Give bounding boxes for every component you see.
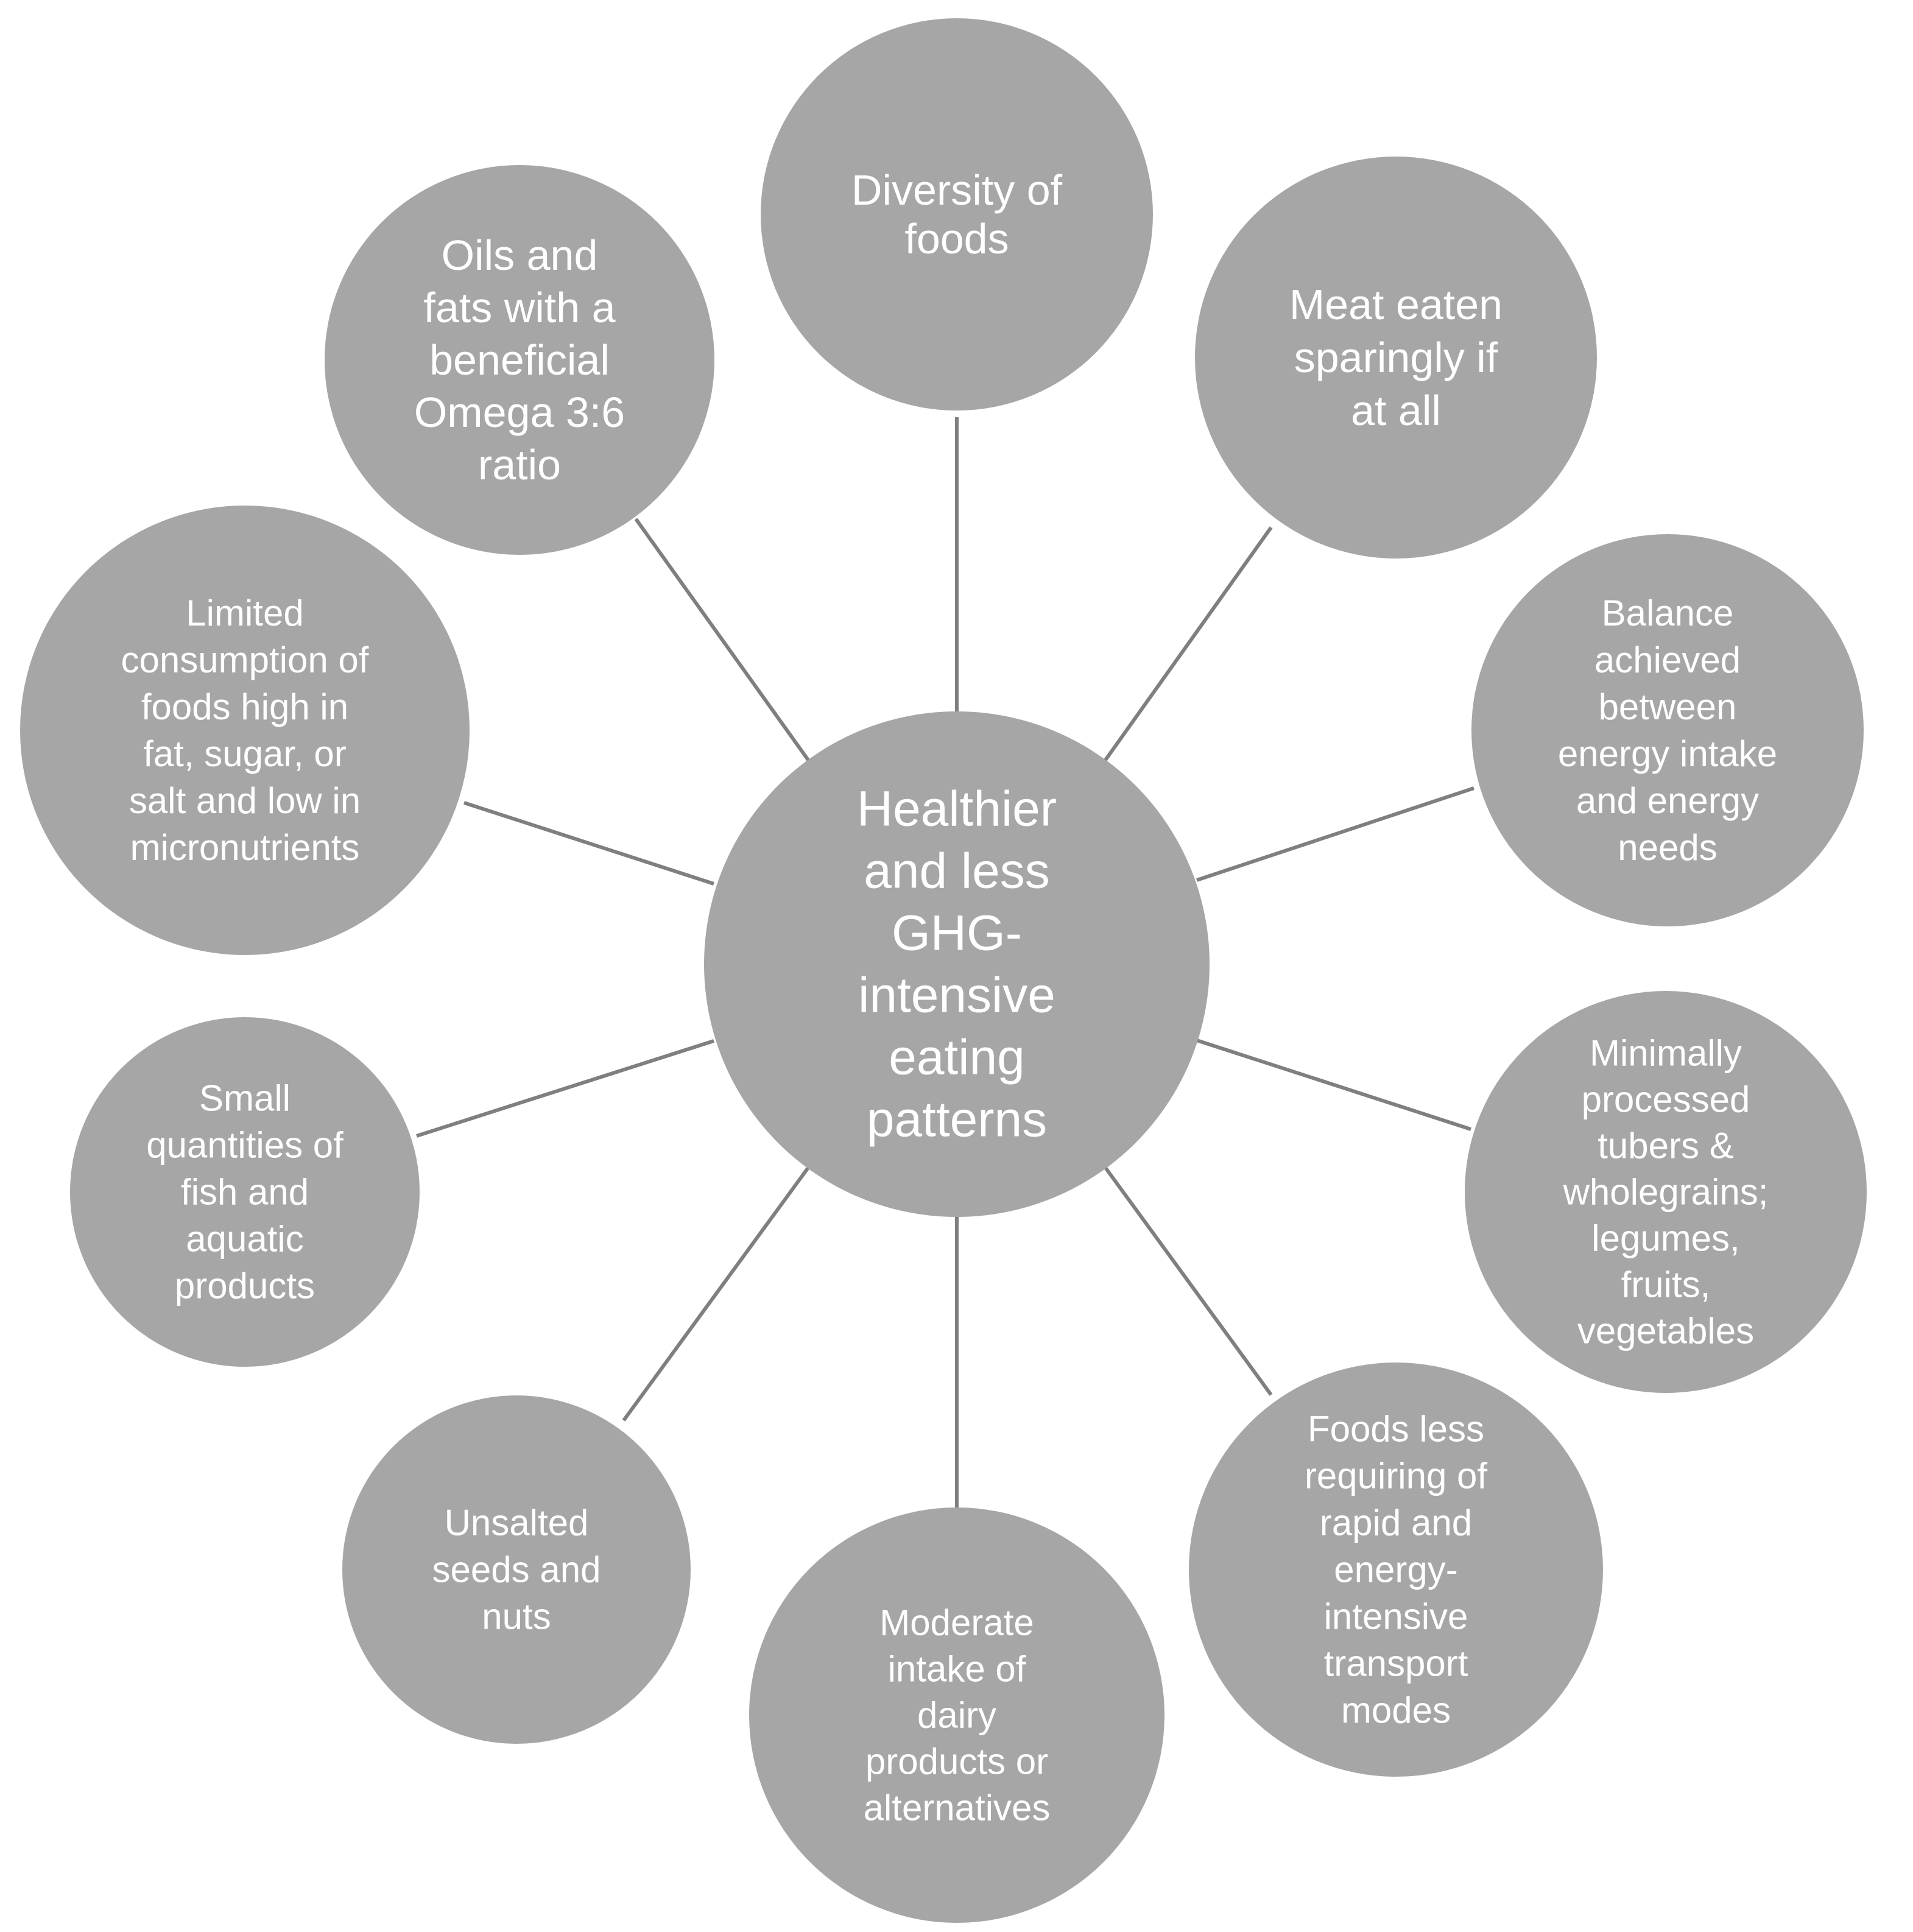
node-label-limited-consumption-line-1: Limited: [186, 593, 303, 633]
node-meat: Meat eaten sparingly if at all: [1195, 157, 1597, 559]
node-label-fish-line-5: products: [175, 1266, 315, 1306]
node-circle-limited-consumption: [20, 506, 470, 955]
node-label-oils-fats-line-4: Omega 3:6: [414, 389, 625, 436]
connector-limited-consumption: [463, 801, 714, 886]
node-label-balance-line-6: needs: [1618, 827, 1717, 868]
node-label-dairy-line-2: intake of: [888, 1649, 1026, 1690]
node-label-meat-line-3: at all: [1351, 387, 1441, 434]
node-label-fish-line-2: quantities of: [146, 1125, 343, 1166]
node-minimally-processed: Minimally processed tubers & wholegrains; le…: [1465, 991, 1867, 1393]
node-label-oils-fats-line-3: beneficial: [429, 336, 610, 384]
node-label-minimally-processed-line-2: processed: [1582, 1079, 1750, 1120]
node-label-limited-consumption-line-3: foods high in: [141, 686, 348, 727]
node-label-limited-consumption-line-6: micronutrients: [130, 827, 360, 868]
node-label-oils-fats-line-2: fats with a: [423, 284, 615, 331]
node-label-transport-line-3: rapid and: [1320, 1503, 1472, 1543]
connectors: [416, 417, 1474, 1529]
connector-oils-fats: [634, 518, 812, 764]
node-label-minimally-processed-line-5: legumes,: [1591, 1218, 1739, 1259]
node-label-transport-line-2: requiring of: [1305, 1456, 1488, 1497]
node-label-seeds-nuts-line-2: seeds and: [432, 1549, 601, 1590]
center-hub-circle: [704, 711, 1210, 1217]
connector-balance: [1196, 786, 1474, 882]
node-seeds-nuts: Unsalted seeds and nuts: [342, 1395, 691, 1744]
node-label-minimally-processed-line-6: fruits,: [1621, 1264, 1711, 1305]
node-label-minimally-processed-line-4: wholegrains;: [1563, 1172, 1769, 1213]
center-hub-label-line-3: GHG-: [892, 906, 1022, 961]
node-label-dairy-line-4: products or: [865, 1741, 1048, 1782]
node-label-fish-line-3: fish and: [181, 1172, 309, 1213]
node-label-fish-line-1: Small: [199, 1078, 291, 1119]
node-fish: Small quantities of fish and aquatic product…: [70, 1017, 420, 1367]
center-hub-label-line-4: intensive: [858, 968, 1055, 1023]
center-hub-label-line-2: and less: [864, 844, 1049, 899]
node-label-transport-line-1: Foods less: [1308, 1409, 1484, 1450]
node-circle-minimally-processed: [1465, 991, 1867, 1393]
node-label-diversity-line-1: Diversity of: [851, 166, 1063, 214]
node-label-dairy-line-1: Moderate: [879, 1602, 1034, 1643]
node-label-fish-line-4: aquatic: [186, 1219, 303, 1260]
node-label-minimally-processed-line-7: vegetables: [1577, 1311, 1754, 1352]
node-circle-balance: [1471, 534, 1864, 926]
node-label-transport-line-7: modes: [1341, 1690, 1451, 1731]
node-label-limited-consumption-line-5: salt and low in: [129, 780, 361, 821]
center-hub-label-line-1: Healthier: [857, 781, 1057, 837]
node-circle-fish: [70, 1017, 420, 1367]
node-label-minimally-processed-line-1: Minimally: [1590, 1033, 1742, 1074]
node-label-balance-line-4: energy intake: [1558, 733, 1777, 774]
connector-seeds-nuts: [622, 1164, 812, 1422]
node-label-minimally-processed-line-3: tubers &: [1598, 1126, 1733, 1166]
node-label-meat-line-1: Meat eaten: [1289, 281, 1503, 328]
node-balance: Balance achieved between energy intake and e…: [1471, 534, 1864, 926]
node-label-oils-fats-line-5: ratio: [478, 441, 561, 488]
node-label-transport-line-4: energy-: [1334, 1549, 1457, 1590]
node-circle-diversity: [761, 18, 1153, 411]
center-hub-label-line-5: eating: [889, 1030, 1024, 1085]
node-transport: Foods less requiring of rapid and energy-in…: [1189, 1363, 1603, 1777]
node-label-transport-line-6: transport: [1324, 1643, 1468, 1684]
node-label-transport-line-5: intensive: [1324, 1596, 1468, 1637]
node-circle-meat: [1195, 157, 1597, 559]
node-label-meat-line-2: sparingly if: [1294, 334, 1498, 381]
node-circle-seeds-nuts: [342, 1395, 691, 1744]
node-label-balance-line-1: Balance: [1602, 593, 1734, 633]
node-label-diversity-line-2: foods: [904, 215, 1009, 263]
node-label-balance-line-5: and energy: [1576, 780, 1759, 821]
connector-meat: [1102, 526, 1273, 764]
node-label-dairy-line-5: alternatives: [864, 1788, 1051, 1828]
node-label-oils-fats-line-1: Oils and: [442, 231, 598, 279]
node-label-seeds-nuts-line-3: nuts: [482, 1596, 551, 1637]
node-circle-transport: [1189, 1363, 1603, 1777]
node-dairy: Moderate intake of dairy products or alterna…: [749, 1507, 1164, 1923]
center-hub-label-line-6: patterns: [867, 1092, 1047, 1148]
node-limited-consumption: Limited consumption of foods high in fat, s…: [20, 506, 470, 955]
node-label-limited-consumption-line-2: consumption of: [121, 640, 369, 680]
node-label-limited-consumption-line-4: fat, sugar, or: [143, 733, 347, 774]
connector-transport: [1102, 1164, 1273, 1396]
node-label-balance-line-2: achieved: [1594, 640, 1741, 680]
node-label-seeds-nuts-line-1: Unsalted: [445, 1503, 589, 1543]
connector-fish: [416, 1039, 714, 1138]
node-label-balance-line-3: between: [1599, 686, 1737, 727]
node-circle-oils-fats: [325, 165, 714, 555]
node-label-dairy-line-3: dairy: [917, 1695, 996, 1736]
node-circle-dairy: [749, 1507, 1164, 1923]
connector-minimally-processed: [1196, 1038, 1471, 1131]
